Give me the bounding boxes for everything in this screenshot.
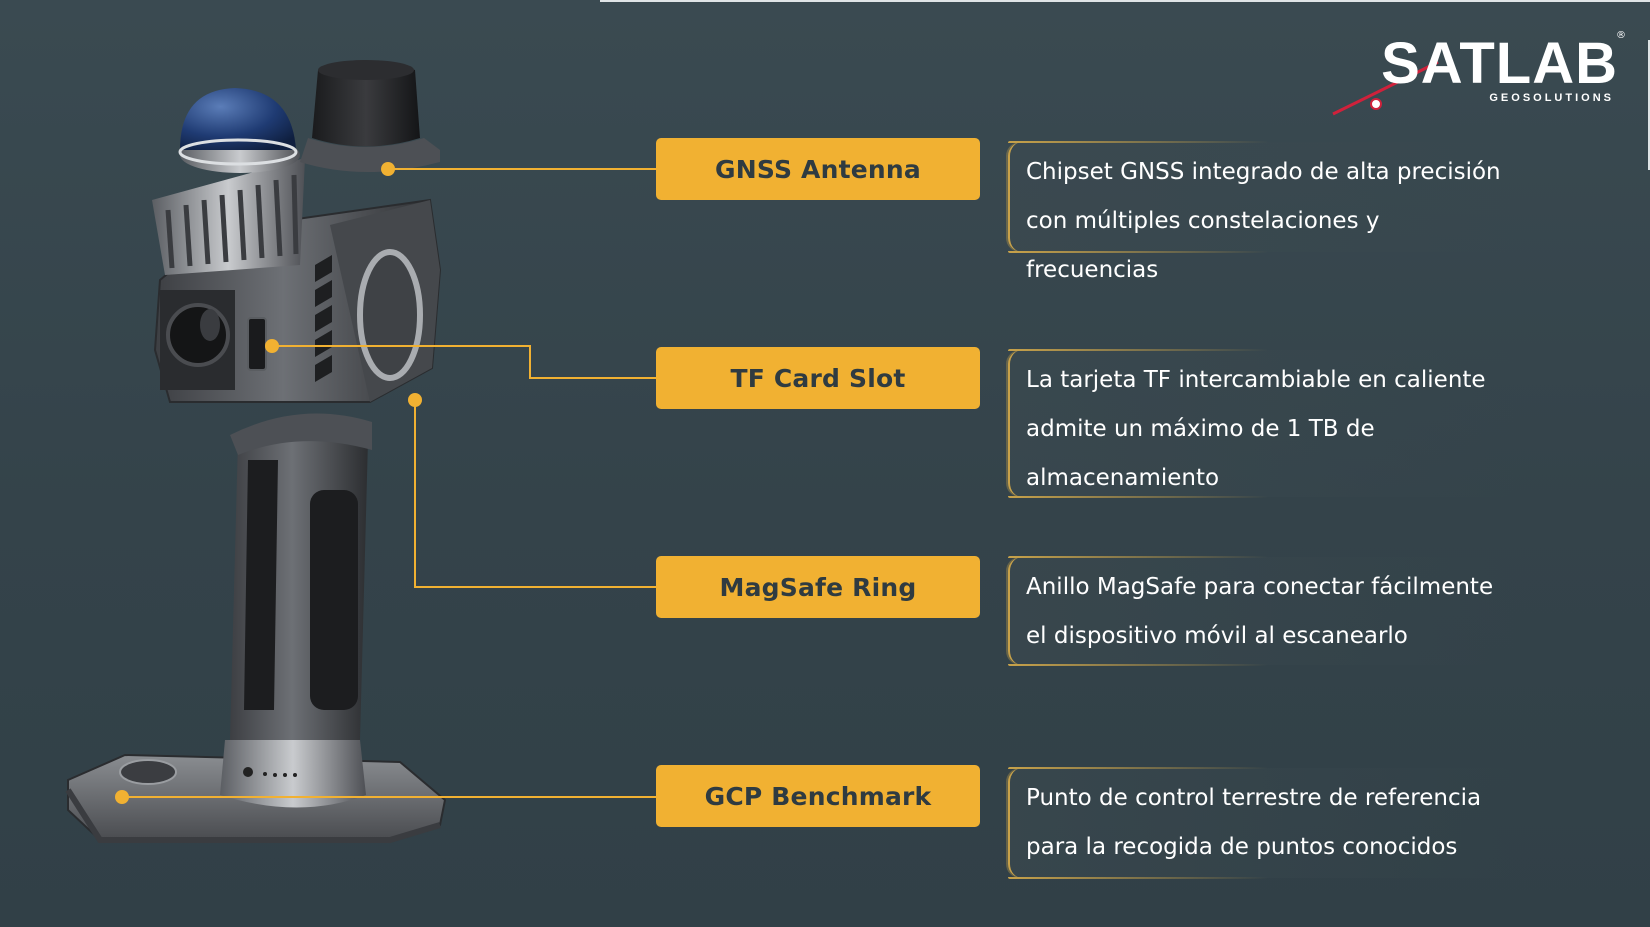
magsafe-ring <box>357 249 423 381</box>
feature-description-gcp-benchmark: Punto de control terrestre de referencia… <box>1008 767 1516 879</box>
camera-lens <box>166 303 230 367</box>
logo-swoosh-icon <box>1332 60 1439 116</box>
feature-label-magsafe-ring: MagSafe Ring <box>656 556 980 618</box>
feature-description-gnss-antenna: Chipset GNSS integrado de alta precisión… <box>1008 141 1516 283</box>
feature-description-magsafe-ring: Anillo MagSafe para conectar fácilmente … <box>1008 556 1516 666</box>
logo-wordmark: SATLAB <box>1381 31 1618 96</box>
satlab-logo: SATLAB ® GEOSOLUTIONS <box>1318 30 1626 116</box>
scanner-device-illustration <box>65 60 447 843</box>
right-edge-line <box>1648 40 1650 170</box>
logo-registered-mark: ® <box>1616 30 1626 41</box>
gcp-benchmark-socket <box>119 759 177 785</box>
feature-label-tf-card-slot: TF Card Slot <box>656 347 980 409</box>
logo-tagline: GEOSOLUTIONS <box>1489 92 1614 104</box>
lidar-dome <box>180 88 296 150</box>
feature-description-tf-card-slot: La tarjeta TF intercambiable en caliente… <box>1008 349 1516 498</box>
gnss-antenna-cap <box>312 60 420 147</box>
feature-label-gnss-antenna: GNSS Antenna <box>656 138 980 200</box>
tf-card-slot <box>247 317 267 371</box>
top-edge-line <box>600 0 1650 2</box>
feature-label-gcp-benchmark: GCP Benchmark <box>656 765 980 827</box>
